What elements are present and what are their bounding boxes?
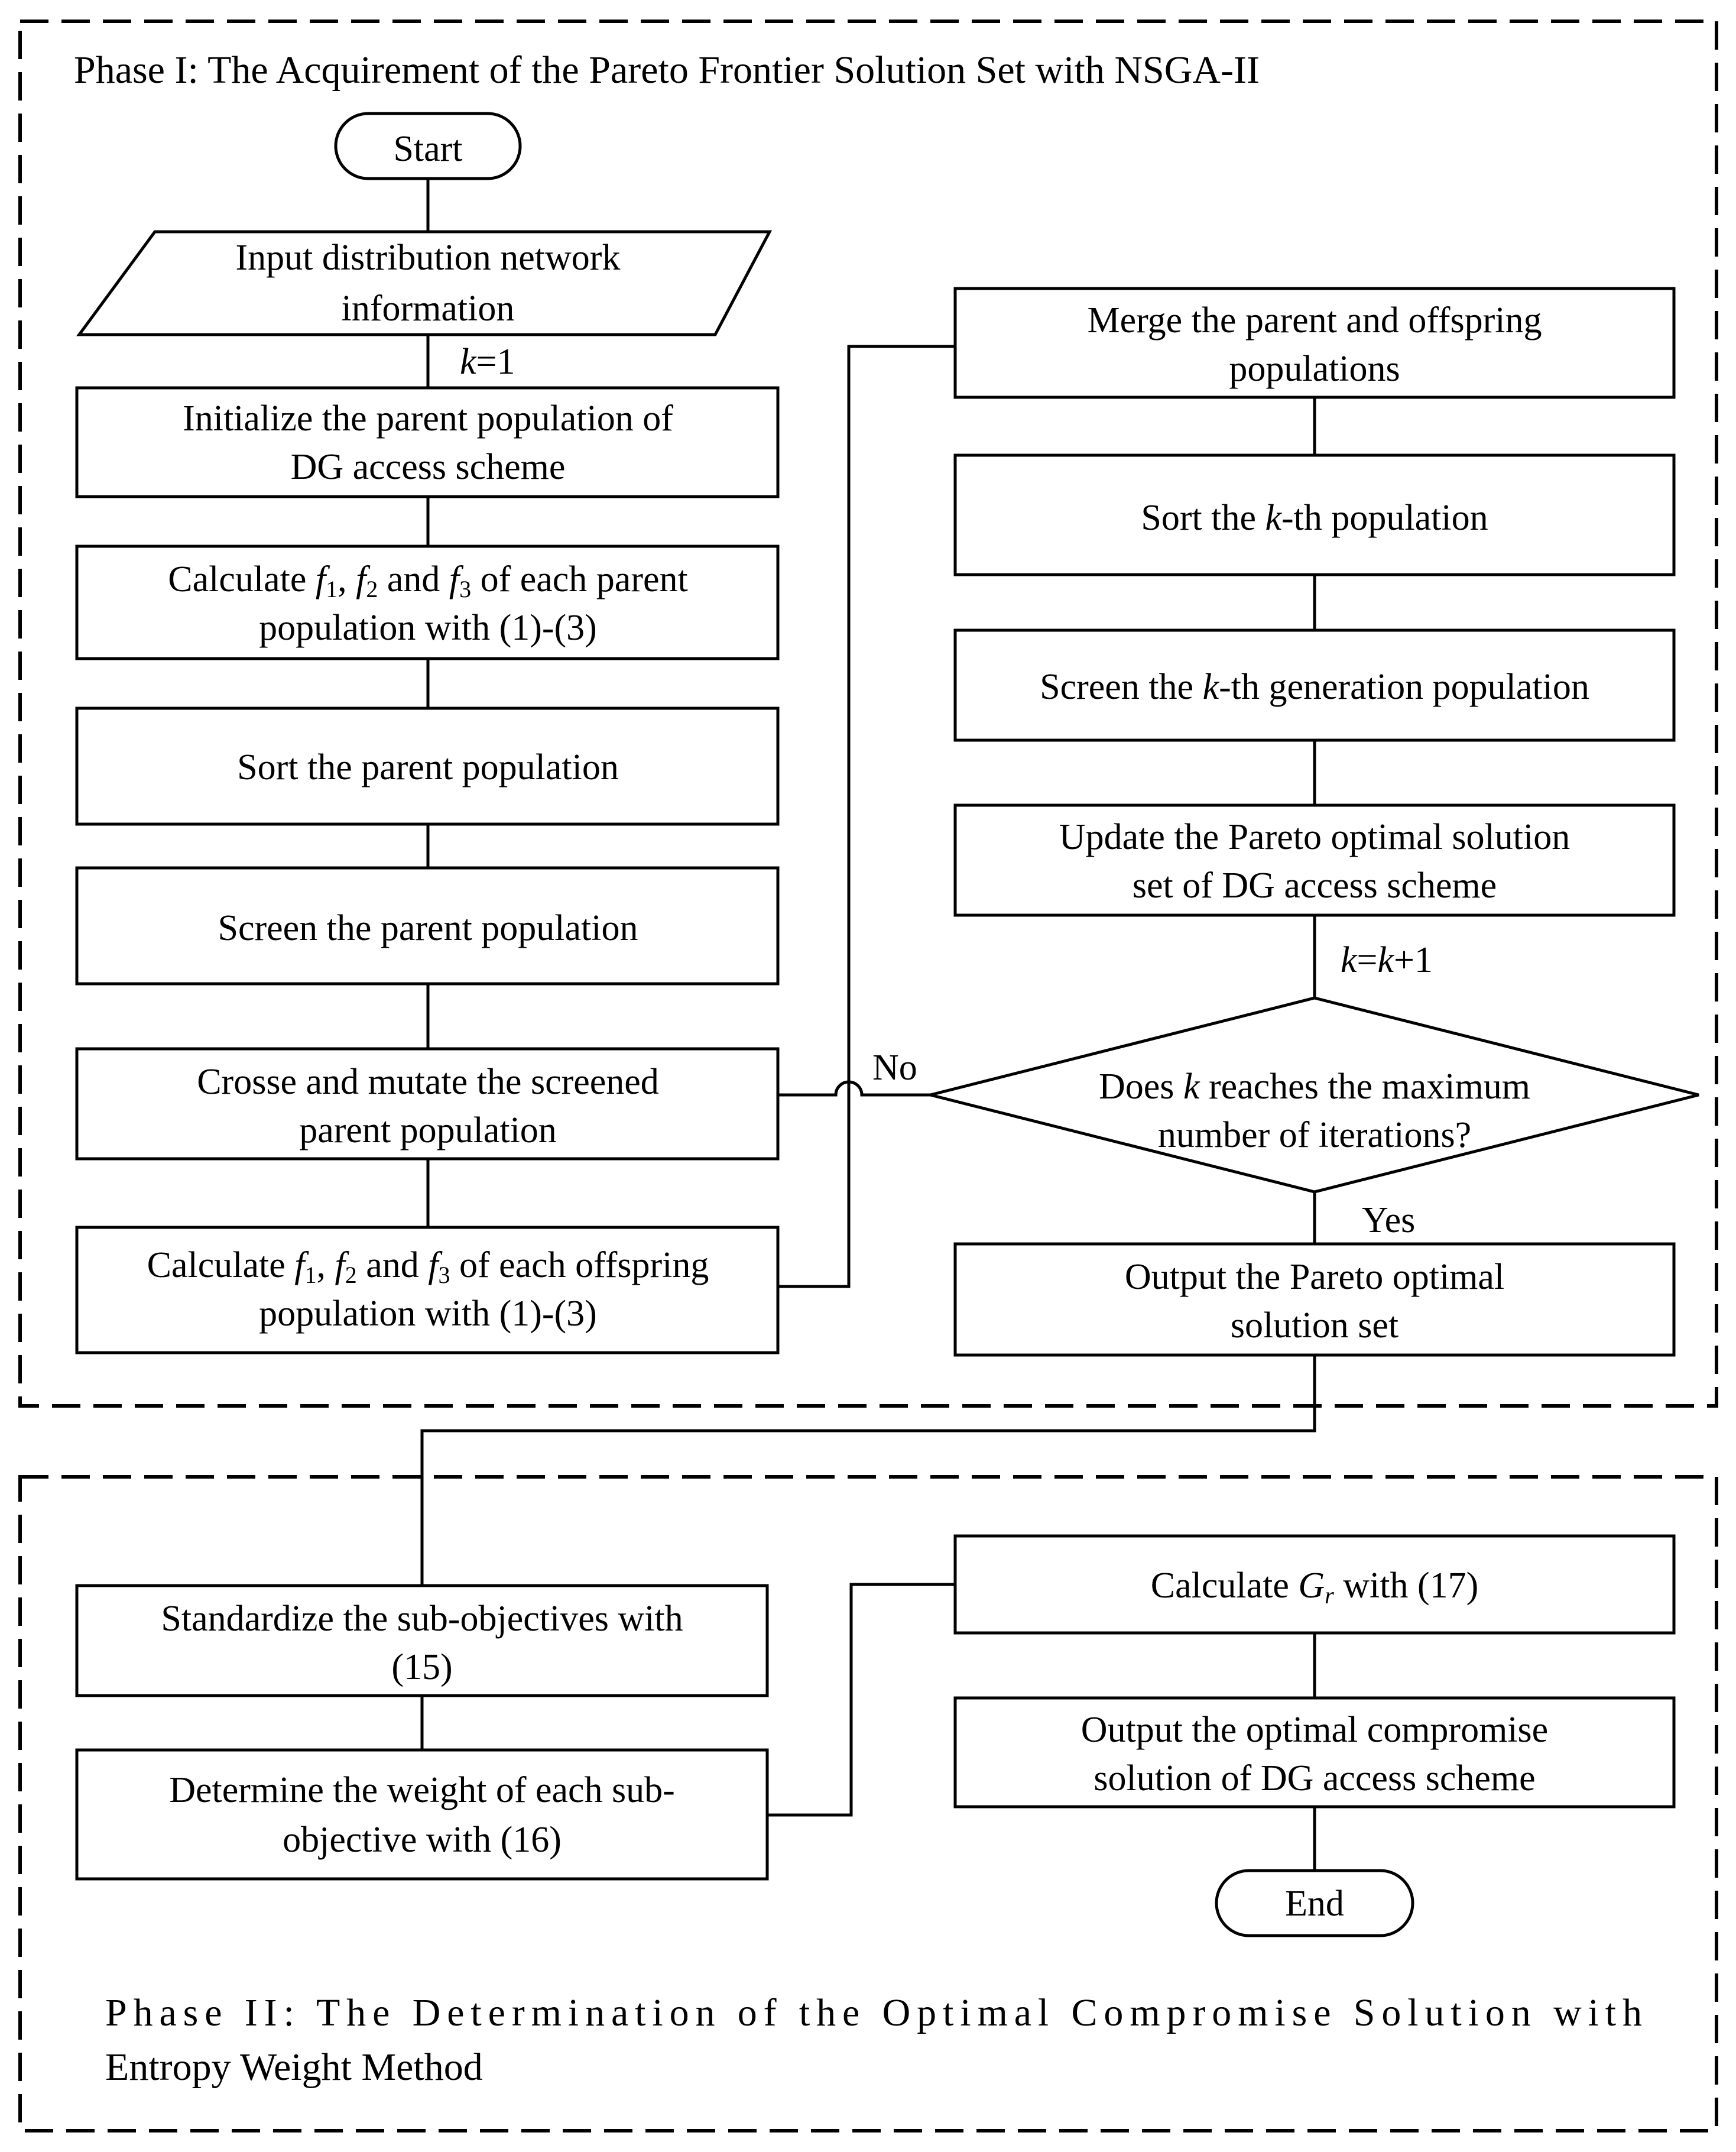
update-label-1: Update the Pareto optimal solution [1059, 817, 1570, 857]
arrow-offspring-to-merge [778, 345, 955, 1288]
calc-offspring-label-2: population with (1)-(3) [259, 1294, 597, 1334]
k-init-label: k=1 [460, 342, 515, 382]
output-pareto-box [953, 1242, 1676, 1357]
crossover-box [75, 1047, 780, 1161]
merge-label-1: Merge the parent and offspring [1087, 300, 1542, 341]
screen-parent-label: Screen the parent population [218, 908, 638, 948]
output-optimal-label-2: solution of DG access scheme [1093, 1758, 1535, 1798]
output-pareto-label-2: solution set [1231, 1305, 1398, 1346]
standardize-label-1: Standardize the sub-objectives with [161, 1599, 683, 1639]
weight-box [75, 1748, 769, 1881]
phase2-container [18, 1475, 1718, 2132]
calc-g-label: Calculate Gr with (17) [1151, 1566, 1479, 1609]
screen-k-label: Screen the k-th generation population [1040, 667, 1589, 707]
end-label: End [1285, 1884, 1344, 1924]
calc-parent-box [75, 545, 780, 660]
phase1-container [18, 20, 1718, 1408]
crossover-label-2: parent population [299, 1110, 557, 1150]
start-label: Start [393, 129, 462, 169]
merge-box [953, 287, 1676, 399]
sort-parent-label: Sort the parent population [237, 747, 619, 787]
output-optimal-label-1: Output the optimal compromise [1081, 1710, 1548, 1750]
arrow-output-to-standardize [420, 1355, 1316, 1586]
screen-parent-box [75, 866, 780, 986]
sort-k-label: Sort the k-th population [1141, 498, 1488, 538]
merge-label-2: populations [1229, 349, 1400, 389]
input-label-2: information [342, 289, 515, 329]
no-label: No [872, 1048, 917, 1088]
weight-label-1: Determine the weight of each sub- [169, 1770, 675, 1810]
input-label-1: Input distribution network [236, 238, 621, 278]
crossover-label-1: Crosse and mutate the screened [197, 1062, 659, 1102]
phase2-title-line2: Entropy Weight Method [105, 2046, 483, 2089]
arrow-weight-to-calc-g [767, 1583, 955, 1817]
update-label-2: set of DG access scheme [1133, 866, 1497, 906]
decision-label-2: number of iterations? [1158, 1115, 1471, 1155]
standardize-box [75, 1584, 769, 1697]
phase1-title: Phase I: The Acquirement of the Pareto F… [74, 48, 1260, 92]
calc-offspring-label-1: Calculate f1, f2 and f3 of each offsprin… [147, 1245, 709, 1288]
calc-parent-label-1: Calculate f1, f2 and f3 of each parent [168, 559, 687, 602]
sort-parent-box [75, 706, 780, 826]
calc-offspring-box [75, 1226, 780, 1354]
input-parallelogram [76, 230, 773, 336]
update-pareto-box [953, 803, 1676, 917]
yes-label: Yes [1362, 1200, 1415, 1240]
phase2-title-line1: Phase II: The Determination of the Optim… [105, 1991, 1642, 2034]
arrow-no-to-crossover [778, 1080, 930, 1097]
init-label-1: Initialize the parent population of [183, 398, 673, 439]
weight-label-2: objective with (16) [283, 1820, 562, 1860]
calc-parent-label-2: population with (1)-(3) [259, 608, 597, 648]
decision-label-1: Does k reaches the maximum [1099, 1067, 1530, 1107]
standardize-label-2: (15) [391, 1647, 452, 1687]
init-label-2: DG access scheme [291, 447, 566, 487]
output-pareto-label-1: Output the Pareto optimal [1125, 1257, 1504, 1297]
sort-k-box [953, 453, 1676, 576]
k-increment-label: k=k+1 [1341, 940, 1433, 980]
